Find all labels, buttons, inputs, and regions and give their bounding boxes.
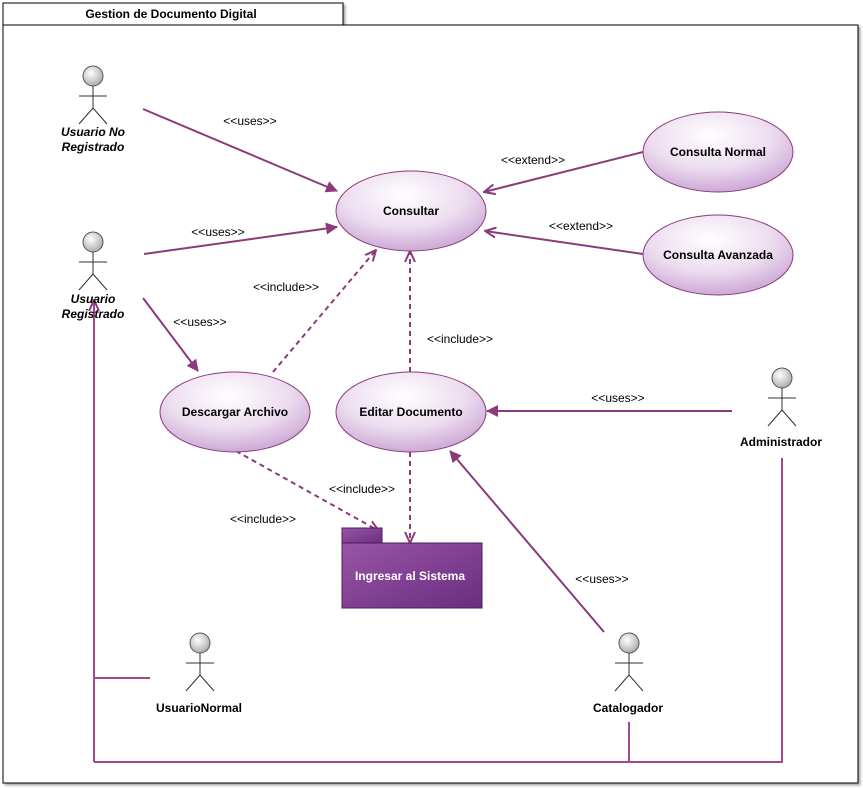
actor-catalogador-label: Catalogador: [593, 701, 663, 715]
label-include-descargar-ingresar: <<include>>: [230, 512, 296, 526]
actor-usuario-registrado-label-2: Registrado: [62, 307, 125, 321]
actor-usuario-normal[interactable]: UsuarioNormal: [156, 632, 242, 715]
stick-figure-icon: [185, 632, 215, 692]
stick-figure-icon: [614, 632, 644, 692]
use-case-descargar-archivo-label: Descargar Archivo: [182, 405, 288, 419]
use-case-consulta-avanzada-label: Consulta Avanzada: [663, 248, 773, 262]
actor-usuario-no-registrado-label-1: Usuario No: [61, 125, 125, 139]
use-case-editar-documento-label: Editar Documento: [359, 405, 462, 419]
actor-usuario-no-registrado[interactable]: Usuario No Registrado: [61, 65, 125, 154]
extend-normal-line: [484, 151, 644, 192]
label-uses-catalogador: <<uses>>: [575, 572, 628, 586]
uses-registrado-consultar-line: [143, 222, 338, 255]
extend-avanzada-line: [485, 231, 644, 255]
label-extend-avanzada: <<extend>>: [549, 219, 613, 233]
actor-administrador-label: Administrador: [740, 435, 822, 449]
include-descargar-ingresar-line: [235, 450, 379, 531]
actor-usuario-normal-label: UsuarioNormal: [156, 701, 242, 715]
label-include-descargar-consultar: <<include>>: [253, 280, 319, 294]
label-uses-no-registrado: <<uses>>: [223, 114, 276, 128]
uses-registrado-descargar-line: [142, 297, 199, 372]
use-case-consulta-normal[interactable]: Consulta Normal: [642, 111, 794, 193]
stick-figure-icon: [78, 65, 108, 125]
label-uses-registrado-descargar: <<uses>>: [173, 315, 226, 329]
use-case-editar-documento[interactable]: Editar Documento: [335, 371, 487, 453]
uses-relations: [142, 108, 732, 633]
actor-usuario-registrado-label-1: Usuario: [71, 292, 116, 306]
label-uses-administrador: <<uses>>: [591, 391, 644, 405]
uses-catalogador-line: [449, 450, 605, 633]
package-ingresar-sistema[interactable]: Ingresar al Sistema: [341, 527, 483, 609]
actor-usuario-no-registrado-label-2: Registrado: [62, 140, 125, 154]
actor-catalogador[interactable]: Catalogador: [593, 632, 663, 715]
actor-administrador[interactable]: Administrador: [740, 367, 822, 449]
label-include-editar-consultar: <<include>>: [427, 332, 493, 346]
stick-figure-icon: [78, 231, 108, 291]
use-case-consultar[interactable]: Consultar: [335, 170, 487, 252]
uses-no-registrado-line: [142, 108, 338, 193]
stick-figure-icon: [767, 367, 797, 427]
use-case-descargar-archivo[interactable]: Descargar Archivo: [159, 371, 311, 453]
actor-usuario-registrado[interactable]: Usuario Registrado: [62, 231, 125, 321]
use-case-consulta-avanzada[interactable]: Consulta Avanzada: [642, 214, 794, 296]
label-uses-registrado-consultar: <<uses>>: [191, 225, 244, 239]
label-extend-normal: <<extend>>: [501, 153, 565, 167]
actor-bus: [94, 300, 783, 763]
relation-labels: <<uses>> <<uses>> <<uses>> <<uses>> <<us…: [173, 114, 644, 586]
use-case-consultar-label: Consultar: [383, 204, 439, 218]
label-include-editar-ingresar: <<include>>: [329, 482, 395, 496]
include-relations: [235, 250, 410, 543]
diagram-title: Gestion de Documento Digital: [85, 7, 256, 21]
package-ingresar-sistema-label: Ingresar al Sistema: [355, 569, 465, 583]
use-case-consulta-normal-label: Consulta Normal: [670, 145, 766, 159]
